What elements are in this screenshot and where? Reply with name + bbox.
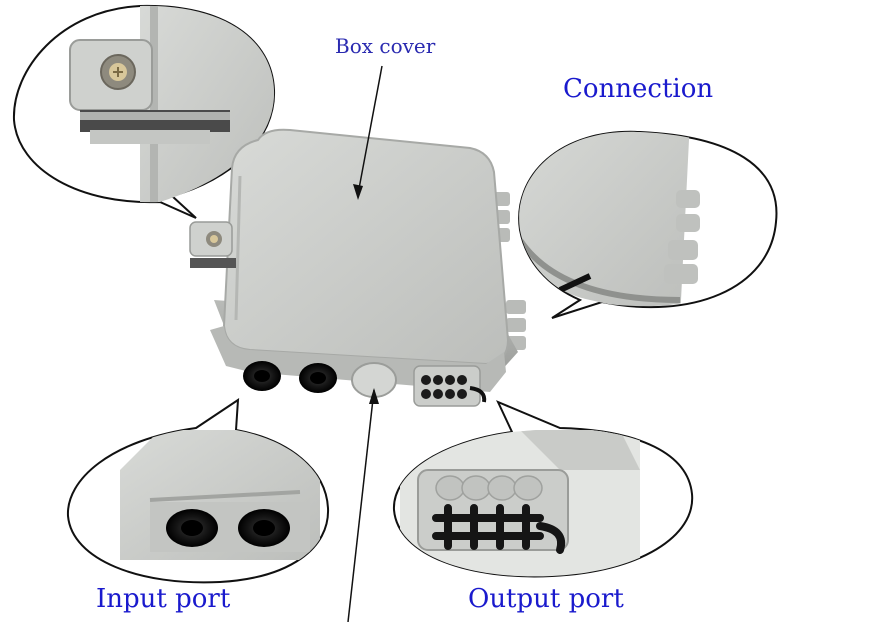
input-port-callout — [66, 398, 330, 584]
box-cover-arrow — [353, 65, 383, 200]
output-port-callout — [392, 400, 694, 578]
connection-detail-callout — [518, 130, 778, 319]
fiber-termination-box — [189, 128, 526, 407]
output-port-label: Output port — [468, 584, 624, 614]
box-cover-label: Box cover — [335, 34, 436, 58]
input-port-label: Input port — [96, 584, 231, 614]
grommet-pointer — [347, 388, 379, 623]
connection-label: Connection — [563, 74, 714, 104]
